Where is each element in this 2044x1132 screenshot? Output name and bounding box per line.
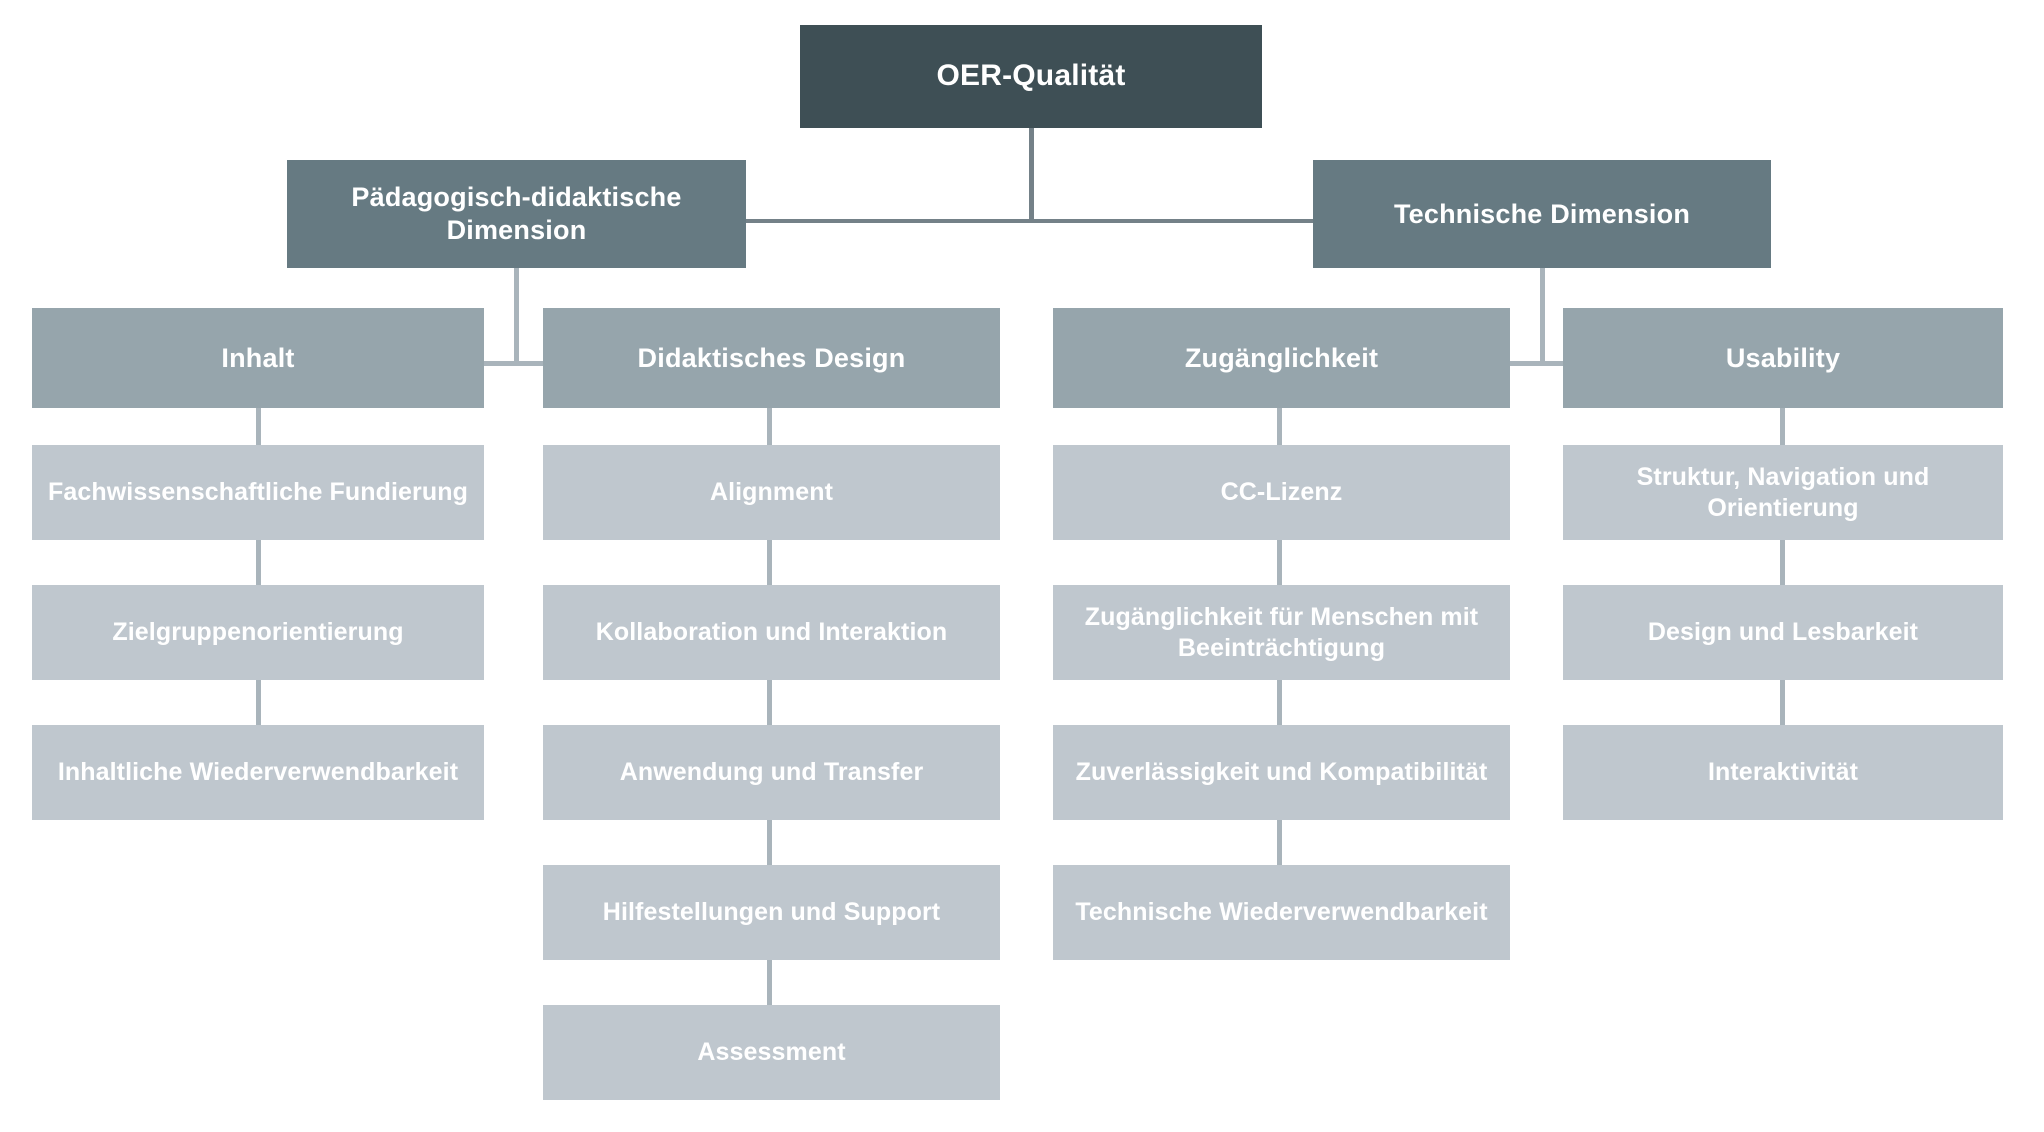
- node-dimension-label: Pädagogisch-didaktische Dimension: [351, 182, 682, 245]
- node-criterion-hilfestellungen-und-support[interactable]: Hilfestellungen und Support: [543, 865, 1000, 960]
- node-root-oer-qualitaet[interactable]: OER-Qualität: [800, 25, 1262, 128]
- node-criterion-label: Zielgruppenorientierung: [112, 618, 404, 647]
- node-criterion-label: Kollaboration und Interaktion: [595, 618, 948, 647]
- node-criterion-cc-lizenz[interactable]: CC-Lizenz: [1053, 445, 1510, 540]
- node-criterion-struktur-navigation-und-orientierung[interactable]: Struktur, Navigation und Orientierung: [1563, 445, 2003, 540]
- node-criterion-design-und-lesbarkeit[interactable]: Design und Lesbarkeit: [1563, 585, 2003, 680]
- node-category-usability[interactable]: Usability: [1563, 308, 2003, 408]
- node-criterion-interaktivitaet[interactable]: Interaktivität: [1563, 725, 2003, 820]
- node-criterion-label: Hilfestellungen und Support: [602, 898, 941, 927]
- node-criterion-anwendung-und-transfer[interactable]: Anwendung und Transfer: [543, 725, 1000, 820]
- connector-dimension-bus: [745, 219, 1314, 223]
- node-dimension-technische[interactable]: Technische Dimension: [1313, 160, 1771, 268]
- node-category-inhalt[interactable]: Inhalt: [32, 308, 484, 408]
- connector-right-category-bus: [1510, 361, 1570, 366]
- node-criterion-label: CC-Lizenz: [1220, 478, 1343, 507]
- node-criterion-zielgruppenorientierung[interactable]: Zielgruppenorientierung: [32, 585, 484, 680]
- connector-left-dimension-stem: [514, 268, 519, 365]
- node-criterion-label: Zuverlässigkeit und Kompatibilität: [1075, 758, 1488, 787]
- node-category-label: Zugänglichkeit: [1184, 342, 1379, 373]
- connector-right-dimension-stem: [1540, 268, 1545, 365]
- node-criterion-label: Design und Lesbarkeit: [1647, 618, 1919, 647]
- node-category-label: Didaktisches Design: [637, 342, 906, 373]
- node-criterion-label: Struktur, Navigation und Orientierung: [1636, 463, 1930, 522]
- node-criterion-label: Zugänglichkeit für Menschen mit Beeinträ…: [1084, 603, 1479, 662]
- node-criterion-label: Assessment: [697, 1038, 846, 1067]
- node-category-didaktisches-design[interactable]: Didaktisches Design: [543, 308, 1000, 408]
- node-criterion-label: Inhaltliche Wiederverwendbarkeit: [57, 758, 459, 787]
- node-root-label: OER-Qualität: [936, 59, 1126, 93]
- node-criterion-label: Technische Wiederverwendbarkeit: [1075, 898, 1488, 927]
- node-criterion-inhaltliche-wiederverwendbarkeit[interactable]: Inhaltliche Wiederverwendbarkeit: [32, 725, 484, 820]
- node-criterion-technische-wiederverwendbarkeit[interactable]: Technische Wiederverwendbarkeit: [1053, 865, 1510, 960]
- node-criterion-fachwissenschaftliche-fundierung[interactable]: Fachwissenschaftliche Fundierung: [32, 445, 484, 540]
- node-category-label: Inhalt: [221, 342, 295, 373]
- node-criterion-label: Alignment: [709, 478, 834, 507]
- node-dimension-paedagogisch-didaktische[interactable]: Pädagogisch-didaktische Dimension: [287, 160, 746, 268]
- node-criterion-label: Anwendung und Transfer: [619, 758, 924, 787]
- node-criterion-label: Fachwissenschaftliche Fundierung: [48, 478, 468, 507]
- node-criterion-zugaenglichkeit-fuer-menschen-mit-beeintraechtigung[interactable]: Zugänglichkeit für Menschen mit Beeinträ…: [1053, 585, 1510, 680]
- node-criterion-label: Interaktivität: [1707, 758, 1859, 787]
- connector-root-stem: [1029, 128, 1034, 221]
- node-category-zugaenglichkeit[interactable]: Zugänglichkeit: [1053, 308, 1510, 408]
- node-criterion-assessment[interactable]: Assessment: [543, 1005, 1000, 1100]
- node-criterion-alignment[interactable]: Alignment: [543, 445, 1000, 540]
- node-dimension-label: Technische Dimension: [1393, 198, 1691, 229]
- node-criterion-kollaboration-und-interaktion[interactable]: Kollaboration und Interaktion: [543, 585, 1000, 680]
- node-category-label: Usability: [1725, 342, 1841, 373]
- connector-left-category-bus: [484, 361, 544, 366]
- node-criterion-zuverlaessigkeit-und-kompatibilitaet[interactable]: Zuverlässigkeit und Kompatibilität: [1053, 725, 1510, 820]
